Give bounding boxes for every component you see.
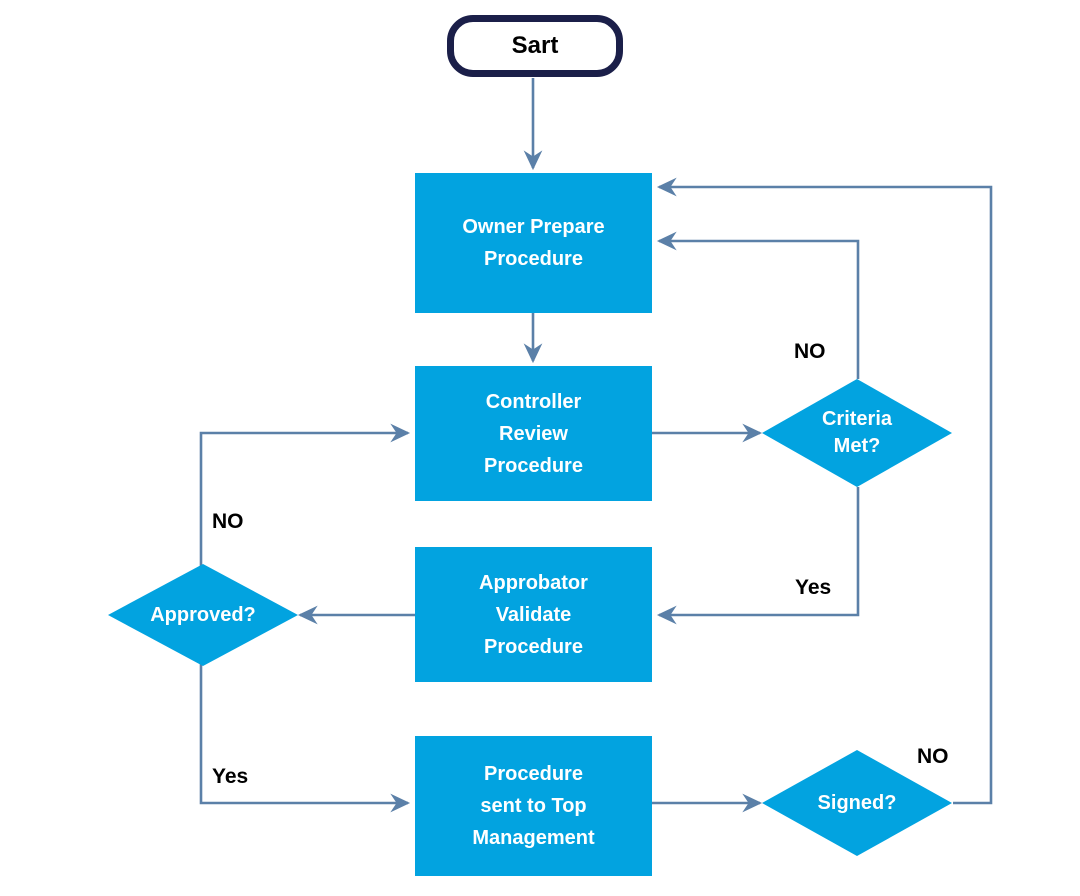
node-owner-prepare-procedure[interactable]: Owner Prepare Procedure	[415, 173, 652, 313]
node-controller-review-procedure[interactable]: Controller Review Procedure	[415, 366, 652, 501]
edge-criteria-no-to-owner	[656, 231, 860, 379]
diamond-shape-approved	[108, 564, 298, 666]
diamond-shape-criteria	[762, 379, 952, 487]
edge-criteria-yes-to-approbator	[656, 487, 860, 625]
edge-label-signed-no: NO	[917, 745, 949, 768]
edge-approved-yes-to-topmgmt	[199, 664, 411, 813]
node-start[interactable]: Sart	[447, 15, 623, 77]
node-approbator-validate-procedure-label: Approbator Validate Procedure	[479, 571, 588, 658]
edge-label-approved-no: NO	[212, 510, 244, 533]
edge-label-criteria-yes: Yes	[795, 576, 832, 599]
node-signed-decision[interactable]: Signed?	[762, 750, 952, 856]
node-approved-label: Approved?	[150, 603, 256, 626]
node-procedure-sent-to-top-management-label: Procedure sent to Top Management	[472, 763, 595, 849]
node-signed-label: Signed?	[817, 791, 897, 814]
edge-approved-no-to-controller	[199, 423, 411, 566]
node-approved-decision[interactable]: Approved?	[108, 564, 298, 666]
node-procedure-sent-to-top-management[interactable]: Procedure sent to Top Management	[415, 736, 652, 876]
node-approbator-validate-procedure[interactable]: Approbator Validate Procedure	[415, 547, 652, 682]
edge-label-criteria-no: NO	[794, 340, 826, 363]
node-owner-prepare-procedure-label: Owner Prepare Procedure	[462, 216, 605, 270]
node-controller-review-procedure-label: Controller Review Procedure	[484, 390, 583, 477]
node-criteria-met-label: Criteria Met?	[821, 408, 893, 457]
node-start-label: Sart	[511, 32, 559, 59]
node-criteria-met-decision[interactable]: Criteria Met?	[762, 379, 952, 487]
edge-label-approved-yes: Yes	[212, 765, 249, 788]
diamond-shape-signed	[762, 750, 952, 856]
edge-signed-no-to-owner	[656, 177, 993, 805]
